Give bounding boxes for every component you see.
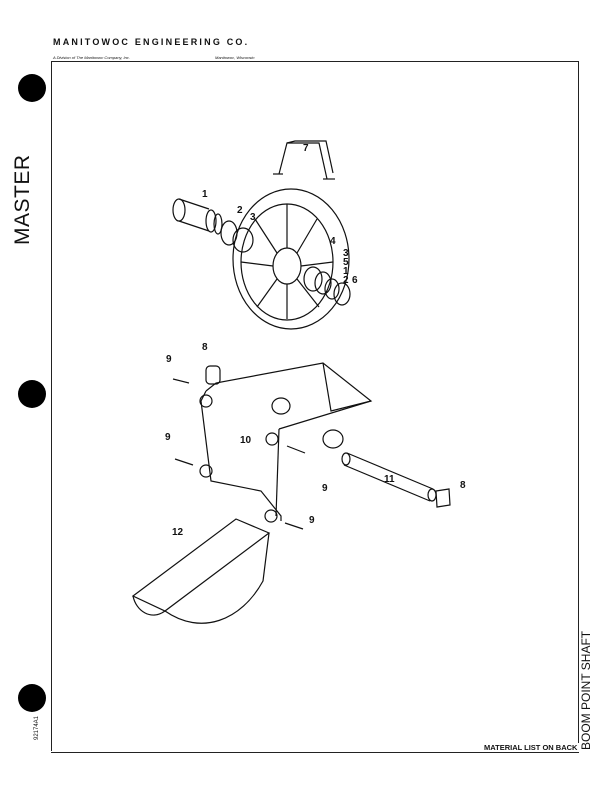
callout-11: 11 (384, 474, 395, 485)
drawing-frame (51, 61, 579, 753)
frame-left-edge (51, 61, 52, 751)
callout-10: 10 (240, 435, 252, 446)
pin-part-9-d (284, 522, 304, 530)
exploded-parts-drawing: 1 2 3 4 3 5 1 2 6 7 8 9 9 10 9 9 11 8 12 (131, 140, 466, 624)
bearing-part-3 (232, 227, 254, 253)
location-line: Manitowoc, Wisconsin (215, 55, 255, 60)
callout-7: 7 (303, 143, 309, 154)
callout-5: 5 (343, 257, 349, 268)
bearing-part-3-right (303, 266, 323, 292)
callout-9b: 9 (165, 432, 171, 443)
plate-part-8-right (435, 488, 451, 508)
callout-1b: 1 (343, 266, 349, 277)
division-line: A Division of The Manitowoc Company, Inc… (53, 55, 130, 60)
binder-hole-bottom (18, 684, 46, 712)
bracket-part-7 (273, 140, 335, 180)
frame-part-10 (199, 362, 373, 523)
callout-2b: 2 (343, 275, 349, 286)
callout-6: 6 (352, 275, 358, 286)
page-title: BOOM POINT SHAFT (579, 630, 593, 750)
plate-part-8-top (205, 365, 221, 385)
hub-part-1 (172, 198, 223, 235)
callout-8: 8 (202, 342, 208, 353)
callout-2: 2 (237, 205, 243, 216)
callout-1: 1 (202, 189, 208, 200)
binder-hole-middle (18, 380, 46, 408)
spacer-part-5 (314, 271, 332, 295)
callout-3b: 3 (343, 248, 349, 259)
callout-4: 4 (330, 236, 336, 247)
callout-3: 3 (250, 212, 256, 223)
guard-part-12 (131, 518, 271, 624)
pin-part-9-b (174, 458, 194, 466)
shaft-part-11 (341, 452, 437, 502)
figure-number: 92174A1 (34, 715, 40, 740)
material-list-note: MATERIAL LIST ON BACK (482, 743, 580, 752)
company-name: MANITOWOC ENGINEERING CO. (53, 37, 250, 47)
master-tab: MASTER (11, 154, 34, 245)
pin-part-9-a (172, 378, 190, 384)
binder-hole-top (18, 74, 46, 102)
callout-9c: 9 (322, 483, 328, 494)
callout-9a: 9 (166, 354, 172, 365)
callout-9d: 9 (309, 515, 315, 526)
sheave-part-4 (232, 188, 350, 330)
callout-8b: 8 (460, 480, 466, 491)
hub-part-1-right (324, 278, 340, 300)
seal-part-2-right (333, 282, 351, 306)
callout-12: 12 (172, 527, 184, 538)
pin-part-9-c (286, 445, 306, 454)
